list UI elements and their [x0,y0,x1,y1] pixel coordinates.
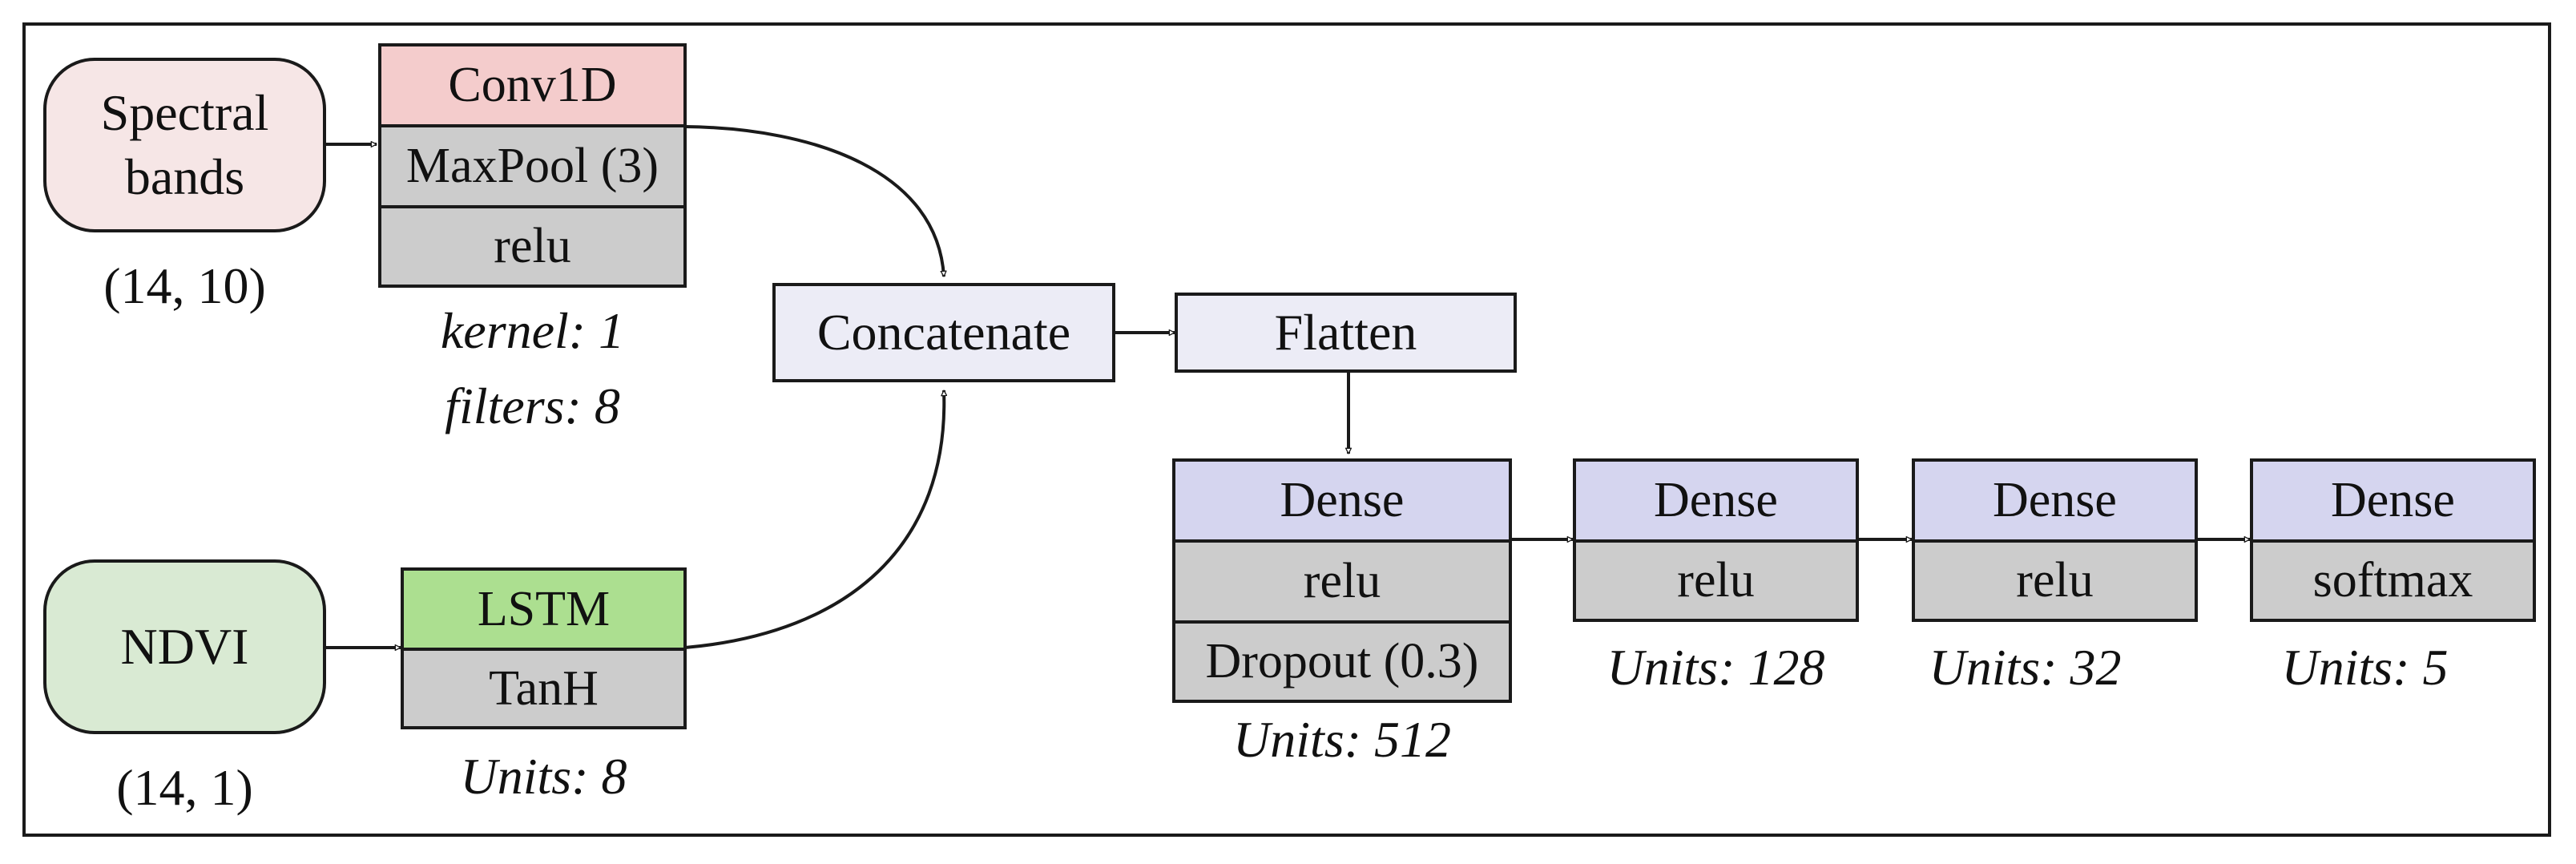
dense-block-4: Dense softmax [2250,458,2536,622]
lstm-layer: LSTM [404,571,683,651]
arrow-lstm-to-concatenate [684,390,944,649]
ndvi-input: NDVI [43,559,326,734]
ndvi-shape: (14, 1) [116,759,253,816]
arrow-conv-to-concatenate [684,125,944,277]
dense-1-dropout: Dropout (0.3) [1175,624,1509,700]
lstm-activation: TanH [404,651,683,726]
dense-4-layer: Dense [2253,462,2533,543]
conv-filters-note: filters: 8 [445,377,620,434]
lstm-block: LSTM TanH [401,567,687,729]
dense-1-units-note: Units: 512 [1233,711,1451,768]
maxpool-layer: MaxPool (3) [381,127,683,208]
dense-3-layer: Dense [1915,462,2195,543]
ndvi-label: NDVI [120,618,249,675]
conv1d-layer: Conv1D [381,46,683,127]
conv1d-block: Conv1D MaxPool (3) relu [378,43,687,288]
dense-block-1: Dense relu Dropout (0.3) [1172,458,1512,703]
dense-4-units-note: Units: 5 [2281,639,2449,696]
dense-1-layer: Dense [1175,462,1509,543]
dense-3-activation: relu [1915,543,2195,619]
dense-block-3: Dense relu [1912,458,2198,622]
spectral-bands-input: Spectral bands [43,58,326,232]
dense-block-2: Dense relu [1573,458,1859,622]
dense-2-units-note: Units: 128 [1606,639,1825,696]
concatenate-layer: Concatenate [772,283,1115,382]
dense-1-activation: relu [1175,543,1509,624]
dense-2-activation: relu [1576,543,1856,619]
dense-4-activation: softmax [2253,543,2533,619]
conv-kernel-note: kernel: 1 [440,302,625,359]
flatten-layer: Flatten [1175,293,1517,373]
dense-2-layer: Dense [1576,462,1856,543]
lstm-units-note: Units: 8 [460,748,627,805]
spectral-bands-shape: (14, 10) [103,257,266,314]
spectral-bands-label-line1: Spectral [100,84,269,141]
dense-3-units-note: Units: 32 [1929,639,2122,696]
conv-activation: relu [381,208,683,285]
diagram-frame [22,22,2551,837]
spectral-bands-label-line2: bands [124,148,245,205]
